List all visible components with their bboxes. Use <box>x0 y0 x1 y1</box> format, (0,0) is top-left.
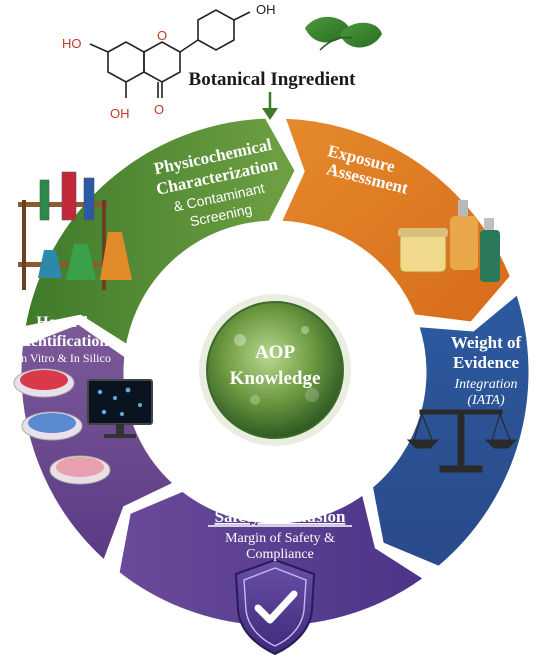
center-line2: Knowledge <box>230 368 321 389</box>
segment-exposure <box>277 115 514 325</box>
oh-left-label: HO <box>62 36 82 51</box>
flavone-molecule <box>89 9 251 98</box>
stage-weight-label: Weight of Evidence Integration (IATA) <box>451 333 522 408</box>
shield-check-icon <box>234 558 316 656</box>
safety-title: Safety Conclusion <box>215 507 346 526</box>
lab-glassware <box>18 171 132 290</box>
safety-sub-2: Compliance <box>246 547 314 562</box>
hazard-title-1: Hazard <box>36 314 88 331</box>
oh-bottom-label: OH <box>110 106 130 121</box>
segment-weight <box>369 290 532 570</box>
stage-safety-label: Safety Conclusion Margin of Safety & Com… <box>208 507 352 562</box>
petri-dishes <box>13 368 111 485</box>
microscope-monitor <box>87 379 153 438</box>
oh-top-label: OH <box>256 2 276 17</box>
cycle-ring <box>18 115 532 629</box>
molecule-labels: OH HO OH O O <box>62 2 276 121</box>
ring-oxygen-label: O <box>157 28 167 43</box>
weight-title-1: Weight of <box>451 333 522 352</box>
header-title: Botanical Ingredient <box>189 69 357 90</box>
leaf-icon <box>305 16 382 51</box>
hazard-sub-1: In Vitro & In Silico <box>17 351 111 365</box>
weight-title-2: Evidence <box>453 353 520 372</box>
hazard-title-2: Identification <box>16 333 109 350</box>
segment-physicochemical <box>22 115 298 349</box>
center-line1: AOP <box>255 342 296 363</box>
segment-safety <box>116 488 428 629</box>
weight-sub-1: Integration <box>454 377 518 392</box>
cosmetic-bottles <box>398 200 500 282</box>
carbonyl-oxygen-label: O <box>154 102 164 117</box>
down-arrow <box>262 92 278 120</box>
aop-center: AOP Knowledge <box>199 294 351 446</box>
weight-sub-2: (IATA) <box>467 393 505 408</box>
stage-hazard-label: Hazard Identification In Vitro & In Sili… <box>16 314 111 365</box>
balance-scale <box>406 409 518 473</box>
safety-sub-1: Margin of Safety & <box>225 531 335 546</box>
